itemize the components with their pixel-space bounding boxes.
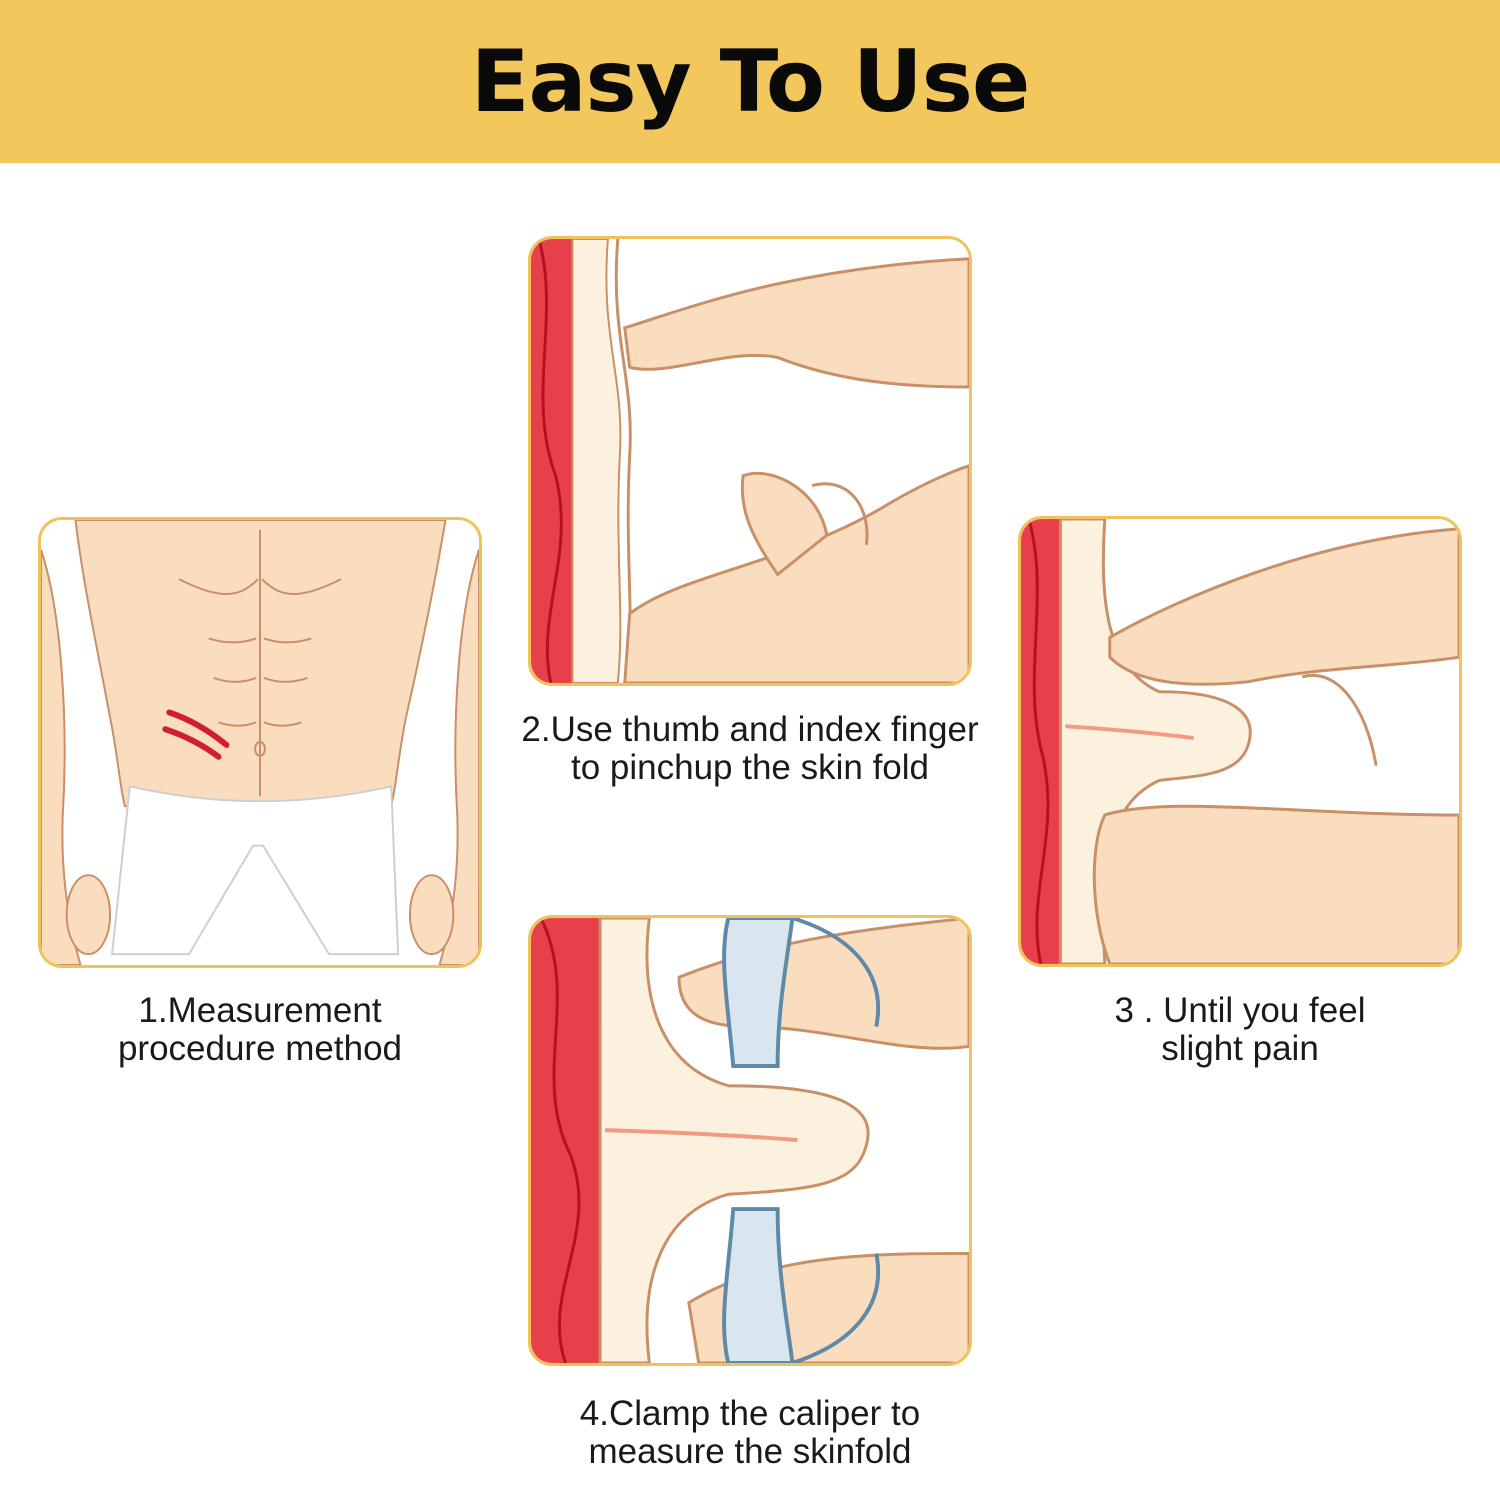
caliper-illustration xyxy=(531,918,969,1363)
torso-illustration xyxy=(41,520,479,965)
pinch-illustration xyxy=(531,239,969,683)
step-3-caption: 3 . Until you feel slight pain xyxy=(1114,991,1366,1068)
step-4-panel xyxy=(528,915,972,1366)
page-title: Easy To Use xyxy=(470,31,1031,132)
step-2-panel xyxy=(528,236,972,686)
header-banner: Easy To Use xyxy=(0,0,1500,163)
step-1-caption: 1.Measurement procedure method xyxy=(117,991,403,1068)
step-2-caption: 2.Use thumb and index finger to pinchup … xyxy=(521,710,979,787)
step-4-caption: 4.Clamp the caliper to measure the skinf… xyxy=(579,1394,921,1471)
step-3-panel xyxy=(1018,516,1462,967)
skinfold-illustration xyxy=(1021,519,1459,964)
step-1-panel xyxy=(38,517,482,968)
